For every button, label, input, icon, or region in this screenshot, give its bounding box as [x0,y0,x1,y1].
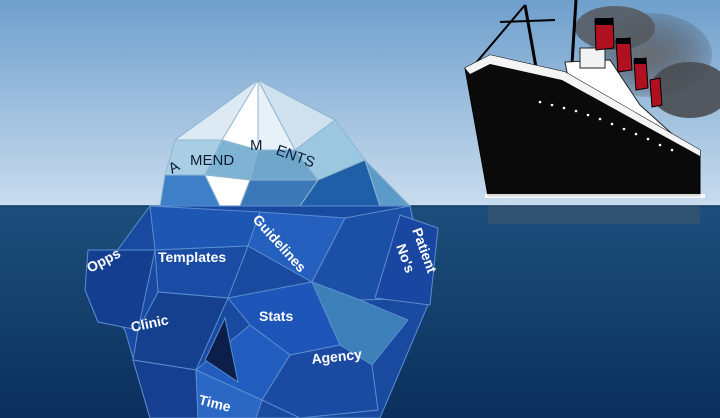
label-stats: Stats [259,308,293,324]
label-clinic: Clinic [129,311,170,335]
tip-label-m: M [250,137,263,154]
ship [464,0,720,224]
iceberg-underwater [84,205,439,418]
ship-reflection [488,206,700,224]
tip-label-mend: MEND [190,152,234,169]
iceberg-tip [159,78,412,207]
label-templates: Templates [158,249,226,265]
label-agency: Agency [311,346,363,367]
label-time: Time [197,391,233,414]
portholes [538,100,674,152]
